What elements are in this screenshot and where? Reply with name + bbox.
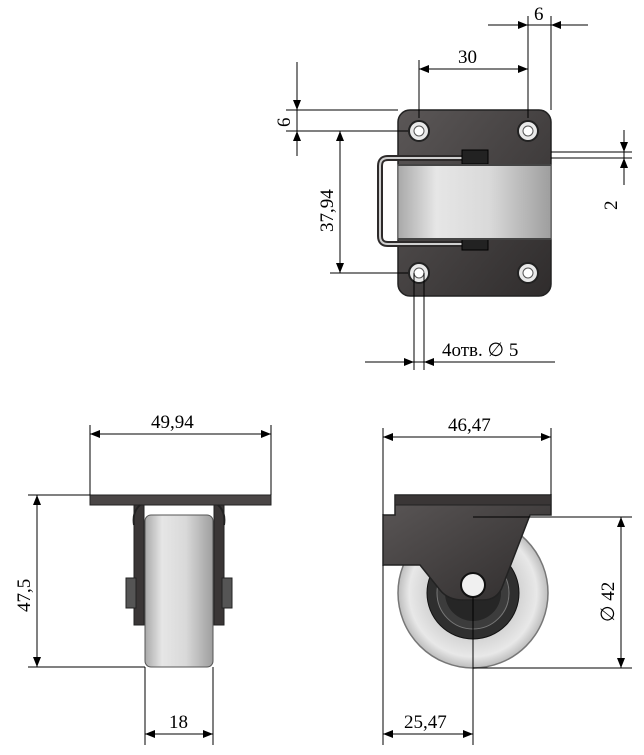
dim-hole-spacing-y: 37,94: [317, 189, 338, 232]
side-view: [382, 494, 552, 669]
dim-mounting-holes: 4отв. ∅ 5: [442, 340, 518, 361]
top-view: [377, 109, 552, 297]
side-view-dimensions: 46,47 ∅ 42 25,47: [382, 415, 632, 745]
dim-side-length: 46,47: [448, 415, 491, 436]
dim-axle-offset: 25,47: [404, 712, 447, 733]
dim-wheel-width: 18: [169, 712, 188, 733]
wheel-front-view: [144, 514, 214, 668]
dim-front-width: 49,94: [151, 412, 194, 433]
top-view-dimensions: 6 30 6 37,94 2 4отв. ∅ 5: [274, 4, 632, 370]
axle-nut-left: [125, 577, 137, 609]
dim-edge-offset-left: 6: [274, 118, 295, 128]
dim-hole-spacing-x: 30: [458, 47, 477, 68]
dim-bracket-thickness: 2: [601, 201, 622, 211]
dim-wheel-diameter: ∅ 42: [598, 582, 619, 622]
front-view: [89, 494, 272, 668]
wheel-top-view: [397, 164, 552, 240]
dim-front-height: 47,5: [14, 579, 35, 612]
axle-nut-top: [461, 149, 489, 165]
front-view-dimensions: 49,94 47,5 18: [14, 412, 272, 745]
axle-nut-right: [221, 577, 233, 609]
axle: [460, 572, 486, 598]
front-plate: [89, 494, 272, 506]
dim-top-hole-offset: 6: [534, 4, 544, 25]
side-bracket: [382, 494, 552, 601]
